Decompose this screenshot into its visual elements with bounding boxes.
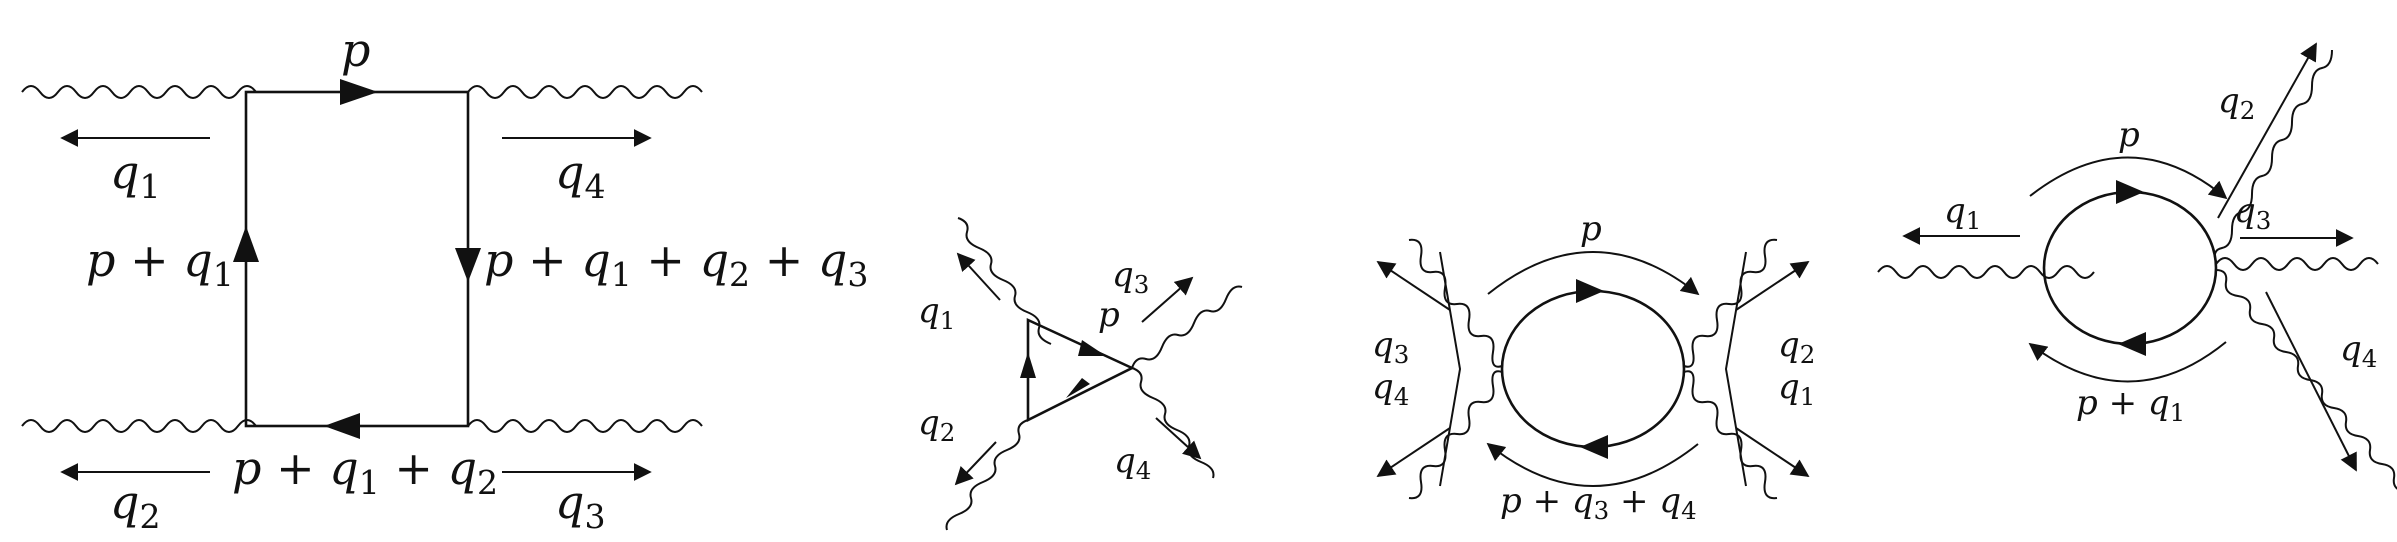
label-q3: q3: [555, 475, 606, 536]
bubble-arrow-bottom: [1580, 435, 1608, 459]
bubble-arrow-right-up: [1735, 261, 1810, 311]
tri-arrow-right: [1078, 340, 1106, 356]
bubble-t-momentum-bottom: [2028, 341, 2227, 383]
fermion-loop-box: [244, 90, 470, 428]
tri-momentum-q4: [1155, 417, 1202, 460]
arrow-right-down: [455, 248, 481, 282]
bubble-t-momentum-q2: [2217, 42, 2317, 219]
bubble-t-label-q3: q3: [2234, 191, 2271, 235]
bubble-momentum-top: [1487, 251, 1700, 296]
arrow-left-up: [233, 226, 259, 262]
photon-right-down: [1683, 370, 1778, 500]
photon-left-up: [1408, 238, 1503, 368]
photon-top-right: [467, 85, 703, 99]
label-p-q1: p + q1: [86, 233, 234, 294]
bubble-s-label-q1: q1: [1778, 367, 1815, 411]
bubble-s-label-q2: q2: [1778, 325, 1815, 369]
photon-left-down: [1408, 370, 1503, 500]
fermion-triangle: [1026, 317, 1136, 423]
photon-down-right: [2215, 269, 2397, 490]
bubble-s-label-q4: q4: [1372, 367, 1409, 411]
tri-momentum-q1: [956, 252, 1001, 301]
photon-right: [2215, 257, 2379, 271]
label-p-top: p: [341, 23, 370, 77]
bubble-t-momentum-q4: [2265, 291, 2357, 472]
tri-label-q4: q4: [1114, 441, 1151, 485]
fermion-bubble: [1500, 289, 1686, 449]
tri-label-q3: q3: [1112, 255, 1149, 299]
bubble-t-momentum-top: [2029, 156, 2228, 200]
bubble-t-label-p: p: [2118, 115, 2140, 155]
photon-upper-right: [1131, 285, 1243, 369]
photon-top-left: [21, 85, 257, 99]
tri-arrow-left: [1066, 378, 1090, 398]
bubble-momentum-left: [1439, 251, 1462, 487]
arrow-top-right: [340, 79, 378, 105]
photon-right-up: [1683, 238, 1778, 368]
bubble-momentum-right: [1724, 251, 1747, 487]
bubble-momentum-bottom: [1486, 442, 1699, 487]
photon-lower-left: [945, 419, 1029, 531]
bubble-t-arrow-bottom: [2118, 332, 2146, 356]
bubble-t-label-q4: q4: [2340, 329, 2377, 373]
bubble-t-diagram: p p + q1 q1 q2 q3 q4: [1877, 42, 2397, 490]
bubble-arrow-left-down: [1376, 427, 1451, 477]
tri-label-q2: q2: [918, 403, 955, 447]
bubble-s-diagram: p p + q3 + q4 q3 q4 q2 q1: [1372, 209, 1815, 525]
tri-momentum-q2: [954, 441, 997, 486]
photon-lower-right: [1131, 367, 1215, 479]
label-q2: q2: [110, 475, 161, 536]
box-diagram: p p + q1 p + q1 + q2 + q3 p + q1 + q2 q1…: [21, 23, 868, 536]
triangle-photon-lines: [945, 217, 1243, 531]
photon-bottom-left: [21, 419, 257, 433]
tri-label-p: p: [1098, 295, 1120, 335]
bubble-t-label-q2: q2: [2218, 81, 2255, 125]
triangle-diagram: q1 q2 q3 p q4: [918, 217, 1243, 531]
bubble-arrow-left-up: [1376, 261, 1451, 311]
bubble-t-label-q1: q1: [1944, 191, 1981, 235]
label-q4: q4: [555, 145, 606, 206]
bubble-s-photon-lines: [1408, 238, 1778, 500]
photon-upper-left: [957, 217, 1052, 345]
tri-label-q1: q1: [918, 291, 955, 335]
bubble-arrow-top: [1576, 279, 1604, 303]
label-p-q1-q2-q3: p + q1 + q2 + q3: [484, 233, 868, 294]
arrow-bottom-left: [324, 413, 360, 439]
bubble-s-label-p: p: [1580, 209, 1602, 249]
tri-arrow-up: [1020, 352, 1036, 378]
photon-up-right: [2213, 49, 2333, 263]
bubble-s-label-bottom: p + q3 + q4: [1500, 481, 1697, 525]
tri-momentum-q3: [1141, 276, 1194, 323]
bubble-t-label-bottom: p + q1: [2076, 383, 2185, 427]
label-p-q1-q2: p + q1 + q2: [232, 441, 498, 502]
bubble-t-arrow-top: [2116, 180, 2144, 204]
label-q1: q1: [110, 145, 161, 206]
bubble-arrow-right-down: [1735, 427, 1810, 477]
bubble-s-label-q3: q3: [1372, 325, 1409, 369]
box-photon-lines: [21, 85, 703, 433]
fermion-bubble-t: [2042, 190, 2218, 346]
photon-bottom-right: [467, 419, 703, 433]
photon-left: [1877, 265, 2095, 279]
